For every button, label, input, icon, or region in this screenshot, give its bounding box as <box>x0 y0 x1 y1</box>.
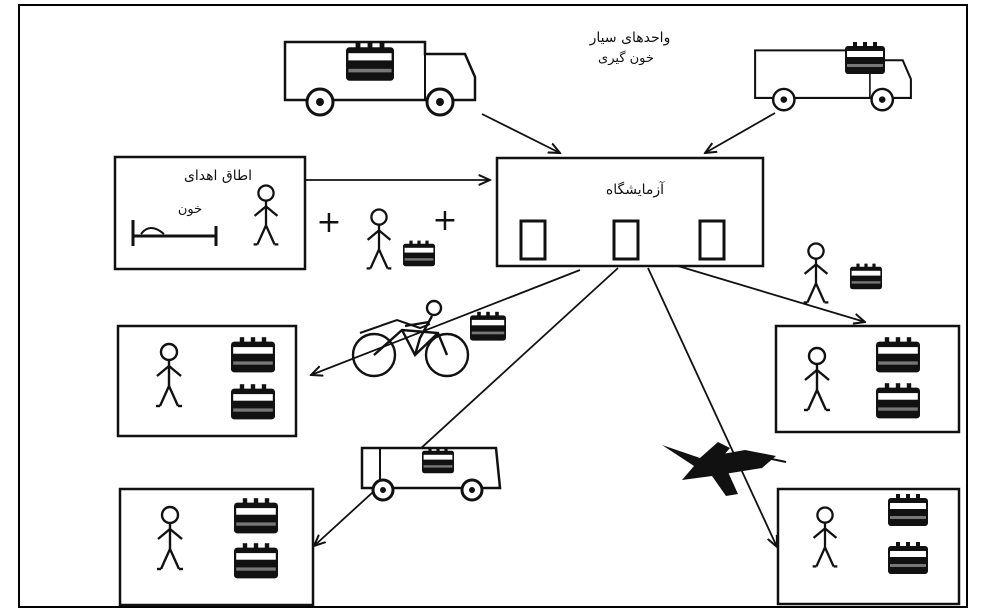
arrow-truck-to-lab <box>481 113 560 153</box>
arrow-truck2-to-lab <box>705 112 776 153</box>
plus-sign-right: + <box>432 203 457 238</box>
donation-room-title: اطاق اهدای <box>184 168 252 184</box>
mobile-units-label-line1: واحدهای سیار <box>589 30 671 46</box>
arrow-lab-to-hospital3 <box>647 267 777 547</box>
hospital-box-4 <box>776 487 961 606</box>
arrow-lab-to-hospital1 <box>311 269 581 375</box>
delivery-van-icon <box>360 446 502 502</box>
bed-icon <box>131 220 218 246</box>
laboratory-title: آزمایشگاه <box>606 181 665 198</box>
hospital-box-3 <box>774 324 961 434</box>
laboratory: آزمایشگاه <box>495 156 765 268</box>
hospital-box-1 <box>116 324 298 438</box>
mobile-unit-truck-right <box>753 42 913 112</box>
courier-blood-bag-icon <box>850 263 882 290</box>
donation-room: اطاق اهدای خون <box>113 155 307 271</box>
donation-room-subtitle: خون <box>178 202 202 217</box>
bicycle-courier-icon <box>351 299 470 378</box>
bicycle-blood-bag-icon <box>470 311 506 341</box>
donor-person-icon <box>365 208 393 270</box>
walking-courier-icon <box>802 242 830 304</box>
arrow-lab-to-hospital2 <box>314 267 619 546</box>
hospital-box-2 <box>118 487 315 607</box>
plus-sign-left: + <box>316 205 341 240</box>
blood-bag-icon <box>403 240 435 267</box>
mobile-units-label-line2: خون گیری <box>598 50 654 66</box>
airplane-icon <box>662 442 787 496</box>
arrow-lab-to-hospital4 <box>677 265 865 322</box>
mobile-unit-truck-left <box>283 40 477 117</box>
